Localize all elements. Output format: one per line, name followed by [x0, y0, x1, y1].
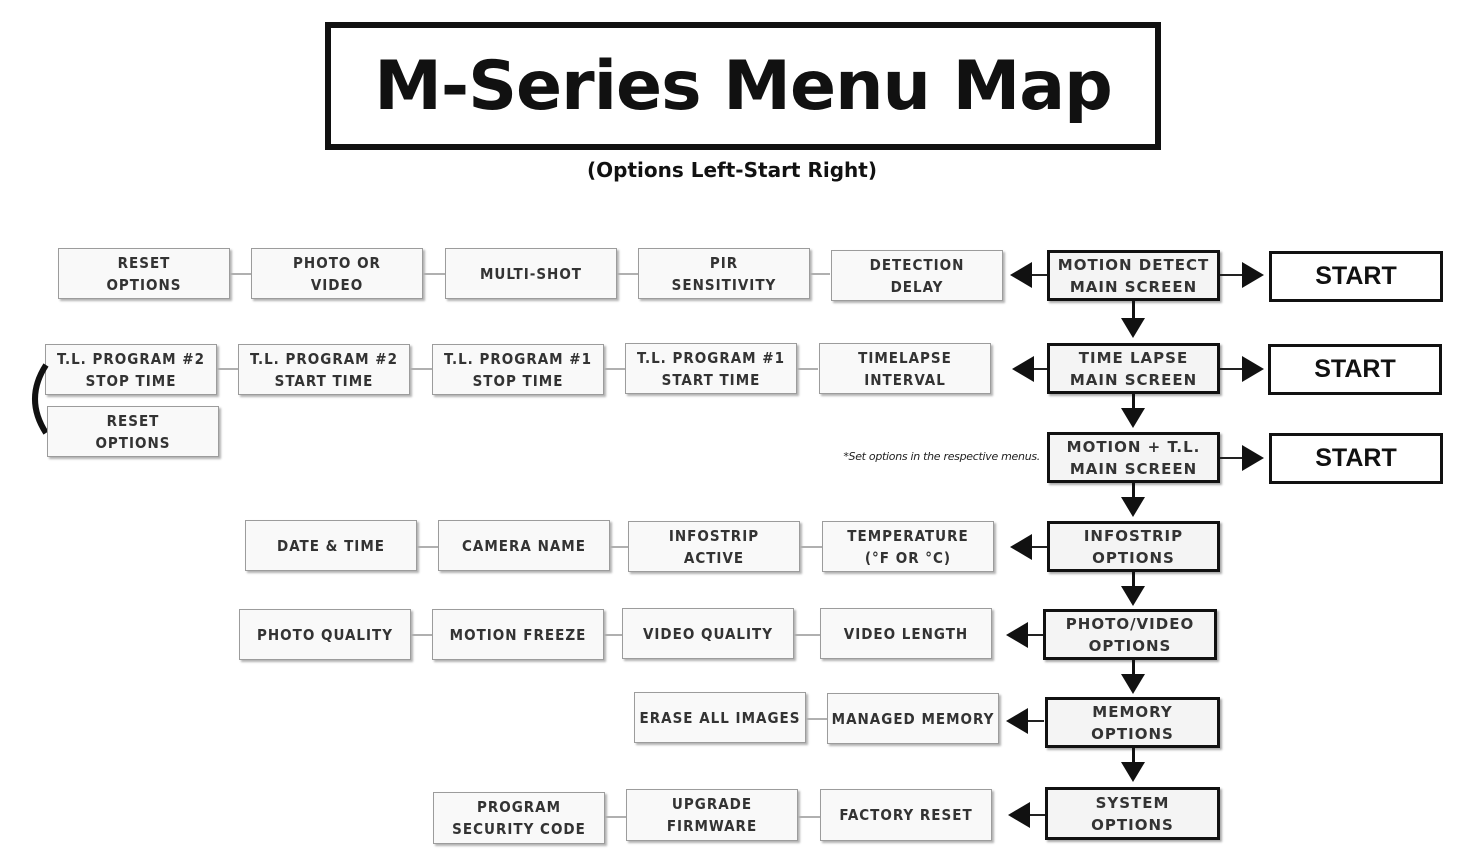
arrow-line: [1030, 368, 1048, 370]
arrow-right-icon: [1242, 262, 1264, 288]
option-erase-all-images: ERASE ALL IMAGES: [634, 692, 806, 743]
option-photo-quality: PHOTO QUALITY: [239, 609, 411, 660]
flow-line: [1132, 660, 1135, 678]
connector-line: [417, 546, 822, 548]
arrow-left-icon: [1010, 262, 1032, 288]
bracket-icon: [32, 363, 49, 435]
arrow-down-icon: [1121, 318, 1145, 338]
flow-line: [1132, 748, 1135, 766]
arrow-right-icon: [1242, 445, 1264, 471]
main-screen-motion-tl: MOTION + T.L.MAIN SCREEN: [1047, 432, 1220, 483]
flow-line: [1132, 301, 1135, 321]
start-box-motion: START: [1269, 251, 1443, 302]
arrow-line: [1220, 274, 1246, 276]
option-temperature: TEMPERATURE(°F OR °C): [822, 521, 994, 572]
arrow-line: [1026, 634, 1044, 636]
connector-line: [806, 718, 827, 720]
arrow-left-icon: [1008, 802, 1030, 828]
arrow-down-icon: [1121, 586, 1145, 606]
arrow-left-icon: [1012, 356, 1034, 382]
option-date-time: DATE & TIME: [245, 520, 417, 571]
arrow-left-icon: [1006, 708, 1028, 734]
arrow-line: [1028, 814, 1046, 816]
arrow-line: [1030, 546, 1048, 548]
arrow-line: [1220, 368, 1246, 370]
diagram-subtitle: (Options Left-Start Right): [587, 158, 877, 182]
option-motion-freeze: MOTION FREEZE: [432, 609, 604, 660]
arrow-down-icon: [1121, 497, 1145, 517]
arrow-left-icon: [1006, 622, 1028, 648]
diagram-title: M-Series Menu Map: [374, 46, 1113, 126]
arrow-line: [1220, 457, 1246, 459]
arrow-line: [1028, 274, 1048, 276]
flow-line: [1132, 394, 1135, 412]
arrow-down-icon: [1121, 762, 1145, 782]
option-video-length: VIDEO LENGTH: [820, 608, 992, 659]
option-factory-reset: FACTORY RESET: [820, 789, 992, 841]
option-managed-memory: MANAGED MEMORY: [827, 693, 999, 744]
arrow-line: [1026, 720, 1044, 722]
flow-line: [1132, 572, 1135, 590]
start-box-time-lapse: START: [1268, 344, 1442, 395]
title-box: M-Series Menu Map: [325, 22, 1161, 150]
arrow-right-icon: [1242, 356, 1264, 382]
arrow-down-icon: [1121, 408, 1145, 428]
start-box-motion-tl: START: [1269, 433, 1443, 484]
note-text: *Set options in the respective menus.: [843, 450, 1040, 463]
option-camera-name: CAMERA NAME: [438, 520, 610, 571]
connector-line: [410, 634, 820, 636]
option-video-quality: VIDEO QUALITY: [622, 608, 794, 659]
arrow-left-icon: [1010, 534, 1032, 560]
flow-line: [1132, 483, 1135, 501]
arrow-down-icon: [1121, 674, 1145, 694]
option-multi-shot: MULTI-SHOT: [445, 248, 617, 299]
